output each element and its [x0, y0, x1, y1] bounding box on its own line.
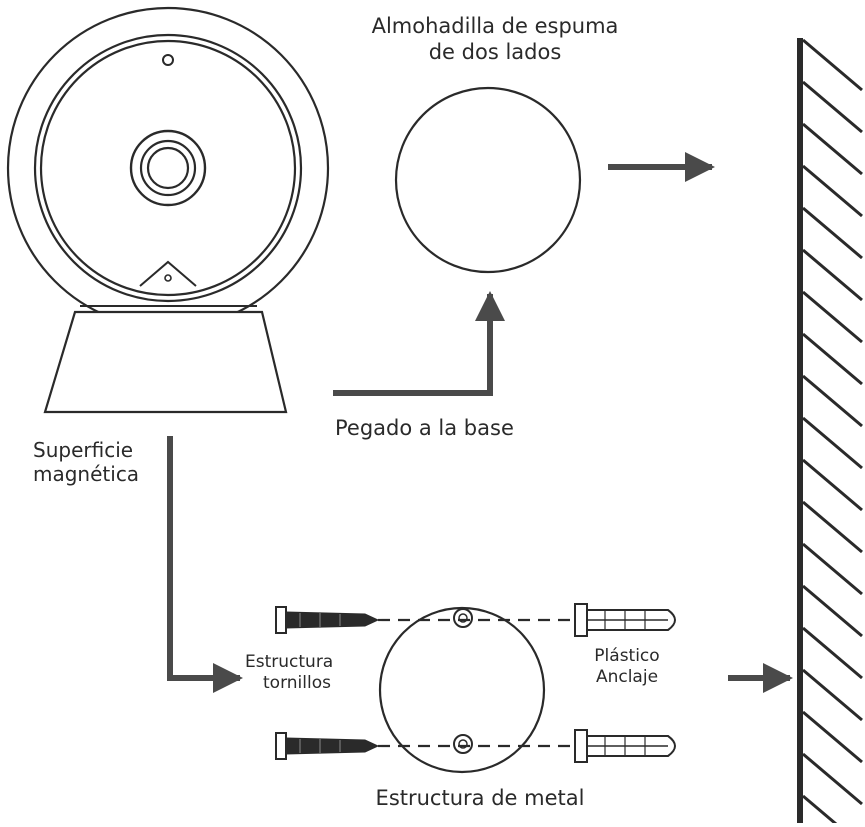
label-magnetic-surface: Superficie magnética: [33, 438, 140, 487]
plastic-anchor-top: [574, 603, 676, 637]
wall-hatch-line: [802, 38, 863, 92]
wall-hatch-line: [802, 332, 863, 386]
wall-hatch-line: [802, 374, 863, 428]
label-foam-pad: Almohadilla de espuma de dos lados: [371, 14, 619, 64]
wall-hatch-line: [802, 164, 863, 218]
camera-bottom-notch: [139, 260, 197, 287]
wall: [797, 38, 863, 827]
wall-hatching: [802, 38, 863, 827]
wall-hatch-line: [802, 500, 863, 554]
camera-lens-outer: [129, 129, 207, 207]
wall-hatch-line: [802, 584, 863, 638]
label-glued-to-base: Pegado a la base: [335, 416, 514, 440]
metal-frame-hole-top: [453, 608, 473, 628]
label-metal-frame: Estructura de metal: [375, 786, 585, 810]
camera-lens-inner: [146, 146, 190, 190]
arrow-base-to-foam: [333, 291, 505, 396]
camera-inner-ring-2: [39, 39, 297, 297]
wall-hatch-line: [802, 248, 863, 302]
label-frame-screws: Estructura tornillos: [245, 652, 334, 693]
wall-hatch-line: [802, 752, 863, 806]
wall-hatch-line: [802, 626, 863, 680]
label-plastic-anchor: Plástico Anclaje: [594, 646, 660, 687]
wall-hatch-line: [802, 458, 863, 512]
wall-hatch-line: [802, 416, 863, 470]
camera-lens-mid: [139, 139, 197, 197]
wall-hatch-line: [802, 290, 863, 344]
wall-hatch-line: [802, 122, 863, 176]
camera-inner-ring-1: [33, 33, 303, 303]
plastic-anchor-bottom: [574, 729, 676, 763]
wall-hatch-line: [802, 710, 863, 764]
screw-top: [275, 606, 380, 634]
camera-top-hole: [162, 54, 174, 66]
wall-hatch-line: [802, 668, 863, 722]
foam-pad-circle: [394, 86, 582, 274]
screw-bottom: [275, 732, 380, 760]
camera-device: [6, 6, 330, 414]
wall-hatch-line: [802, 80, 863, 134]
camera-bottom-hole: [164, 274, 172, 282]
wall-hatch-line: [802, 542, 863, 596]
camera-stand: [43, 310, 288, 414]
metal-frame-circle: [378, 606, 546, 774]
metal-frame-hole-bottom: [453, 734, 473, 754]
wall-hatch-line: [802, 794, 842, 827]
arrow-magnetic-to-metal: [167, 436, 243, 693]
wall-hatch-line: [802, 206, 863, 260]
